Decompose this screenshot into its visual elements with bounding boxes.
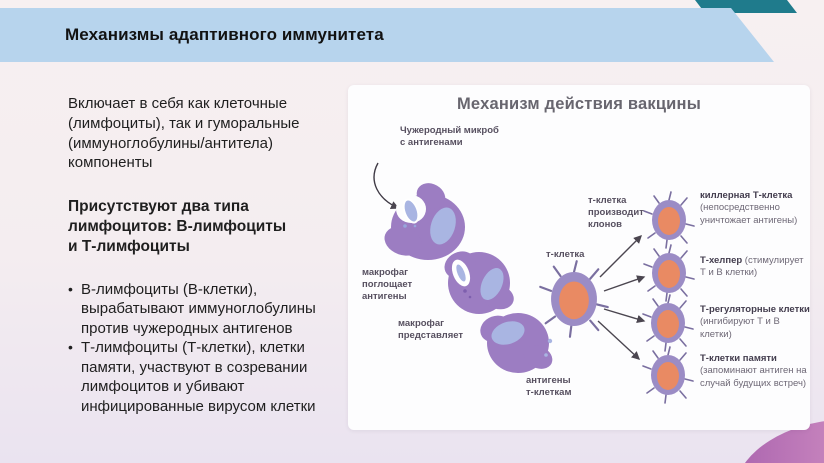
bullet-list: В-лимфоциты (В-клетки), вырабатывают имм… xyxy=(68,280,354,417)
label-foreign-microbe: Чужеродный микроб с антигенами xyxy=(400,125,499,149)
macrophage-presenting-cell xyxy=(480,313,553,373)
label-t-regulatory: Т-регуляторные клетки (ингибируют Т и В … xyxy=(700,304,810,340)
killer-t-cell xyxy=(643,191,695,249)
nucleus xyxy=(491,321,525,345)
intro-paragraph: Включает в себя как клеточные (лимфоциты… xyxy=(68,95,300,172)
label-t-cell: т-клетка xyxy=(546,249,585,260)
macrophage-engulfing-cell xyxy=(384,183,465,260)
header-band: Механизмы адаптивного иммунитета xyxy=(0,8,774,62)
label-macrophage-absorbs: макрофаг поглощает антигены xyxy=(362,267,413,303)
clone-arrows xyxy=(597,235,646,360)
label-antigens-to-tcells: антигены т-клеткам xyxy=(526,375,572,399)
vaccine-diagram-graphic xyxy=(373,162,695,404)
label-t-memory: Т-клетки памяти (запоминают антиген на с… xyxy=(700,353,807,389)
t-regulatory-cell xyxy=(642,294,694,352)
label-t-cell-clones: т-клетка производит клонов xyxy=(588,195,644,231)
label-killer-t-cell: киллерная Т-клетка (непосредственно унич… xyxy=(700,190,798,226)
page-title: Механизмы адаптивного иммунитета xyxy=(65,25,384,44)
nucleus xyxy=(480,268,504,300)
vaccine-diagram-panel: Механизм действия вакцины xyxy=(348,85,810,430)
bullet-t-lymphocytes: Т-лимфоциты (Т-клетки), клетки памяти, у… xyxy=(68,338,354,416)
microbe-pointer-arrow xyxy=(373,162,400,209)
label-t-helper: Т-хелпер (стимулирует Т и В клетки) xyxy=(700,255,804,279)
nucleus xyxy=(430,207,456,245)
central-t-cell xyxy=(539,260,609,338)
t-helper-cell xyxy=(643,244,695,302)
bullet-b-lymphocytes: В-лимфоциты (В-клетки), вырабатывают имм… xyxy=(68,280,354,339)
t-memory-cell xyxy=(642,346,694,404)
left-text-column: Включает в себя как клеточные (лимфоциты… xyxy=(68,94,354,416)
macrophage-absorbing-cell xyxy=(444,251,514,314)
label-macrophage-presents: макрофаг представляет xyxy=(398,318,464,342)
subheading: Присутствуют два типа лимфоцитов: В-лимф… xyxy=(68,198,287,256)
engulfed-microbe xyxy=(402,198,420,224)
diagram-title: Механизм действия вакцины xyxy=(456,95,701,113)
